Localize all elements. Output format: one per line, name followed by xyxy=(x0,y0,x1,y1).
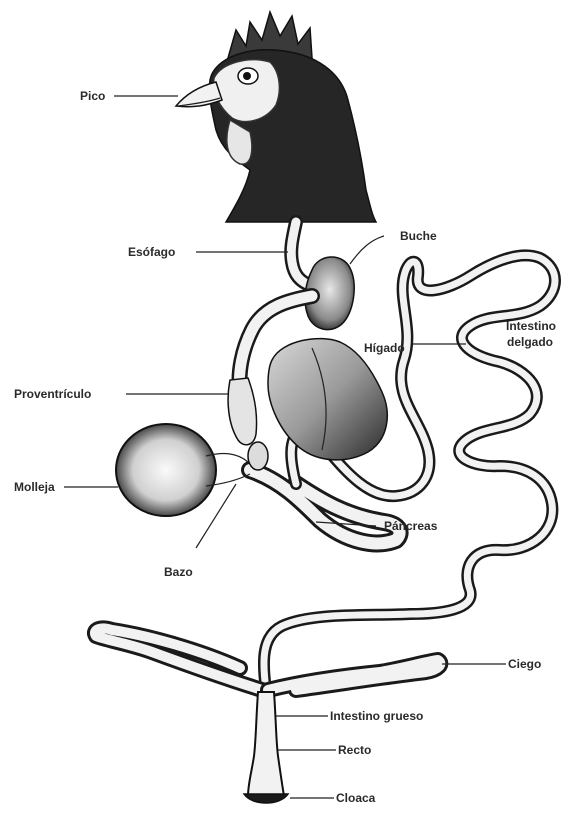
label-proventriculo: Proventrículo xyxy=(14,387,91,401)
pupil xyxy=(243,72,251,80)
label-intestino-delgado-1: Intestino xyxy=(506,319,556,333)
label-esofago: Esófago xyxy=(128,245,175,259)
label-recto: Recto xyxy=(338,743,371,757)
label-molleja: Molleja xyxy=(14,480,55,494)
label-cloaca: Cloaca xyxy=(336,791,376,805)
label-bazo: Bazo xyxy=(164,565,193,579)
label-higado: Hígado xyxy=(364,341,405,355)
label-intestino-delgado-2: delgado xyxy=(507,335,553,349)
proventriculus xyxy=(228,378,256,445)
spleen xyxy=(248,442,268,470)
label-intestino-grueso: Intestino grueso xyxy=(330,709,423,723)
label-pico: Pico xyxy=(80,89,105,103)
liver xyxy=(268,339,387,460)
cloaca xyxy=(244,794,288,803)
large-intestine xyxy=(248,692,284,796)
label-buche: Buche xyxy=(400,229,437,243)
gizzard xyxy=(116,424,216,516)
label-pancreas: Páncreas xyxy=(384,519,438,533)
label-ciego: Ciego xyxy=(508,657,541,671)
chicken-head xyxy=(176,12,376,222)
